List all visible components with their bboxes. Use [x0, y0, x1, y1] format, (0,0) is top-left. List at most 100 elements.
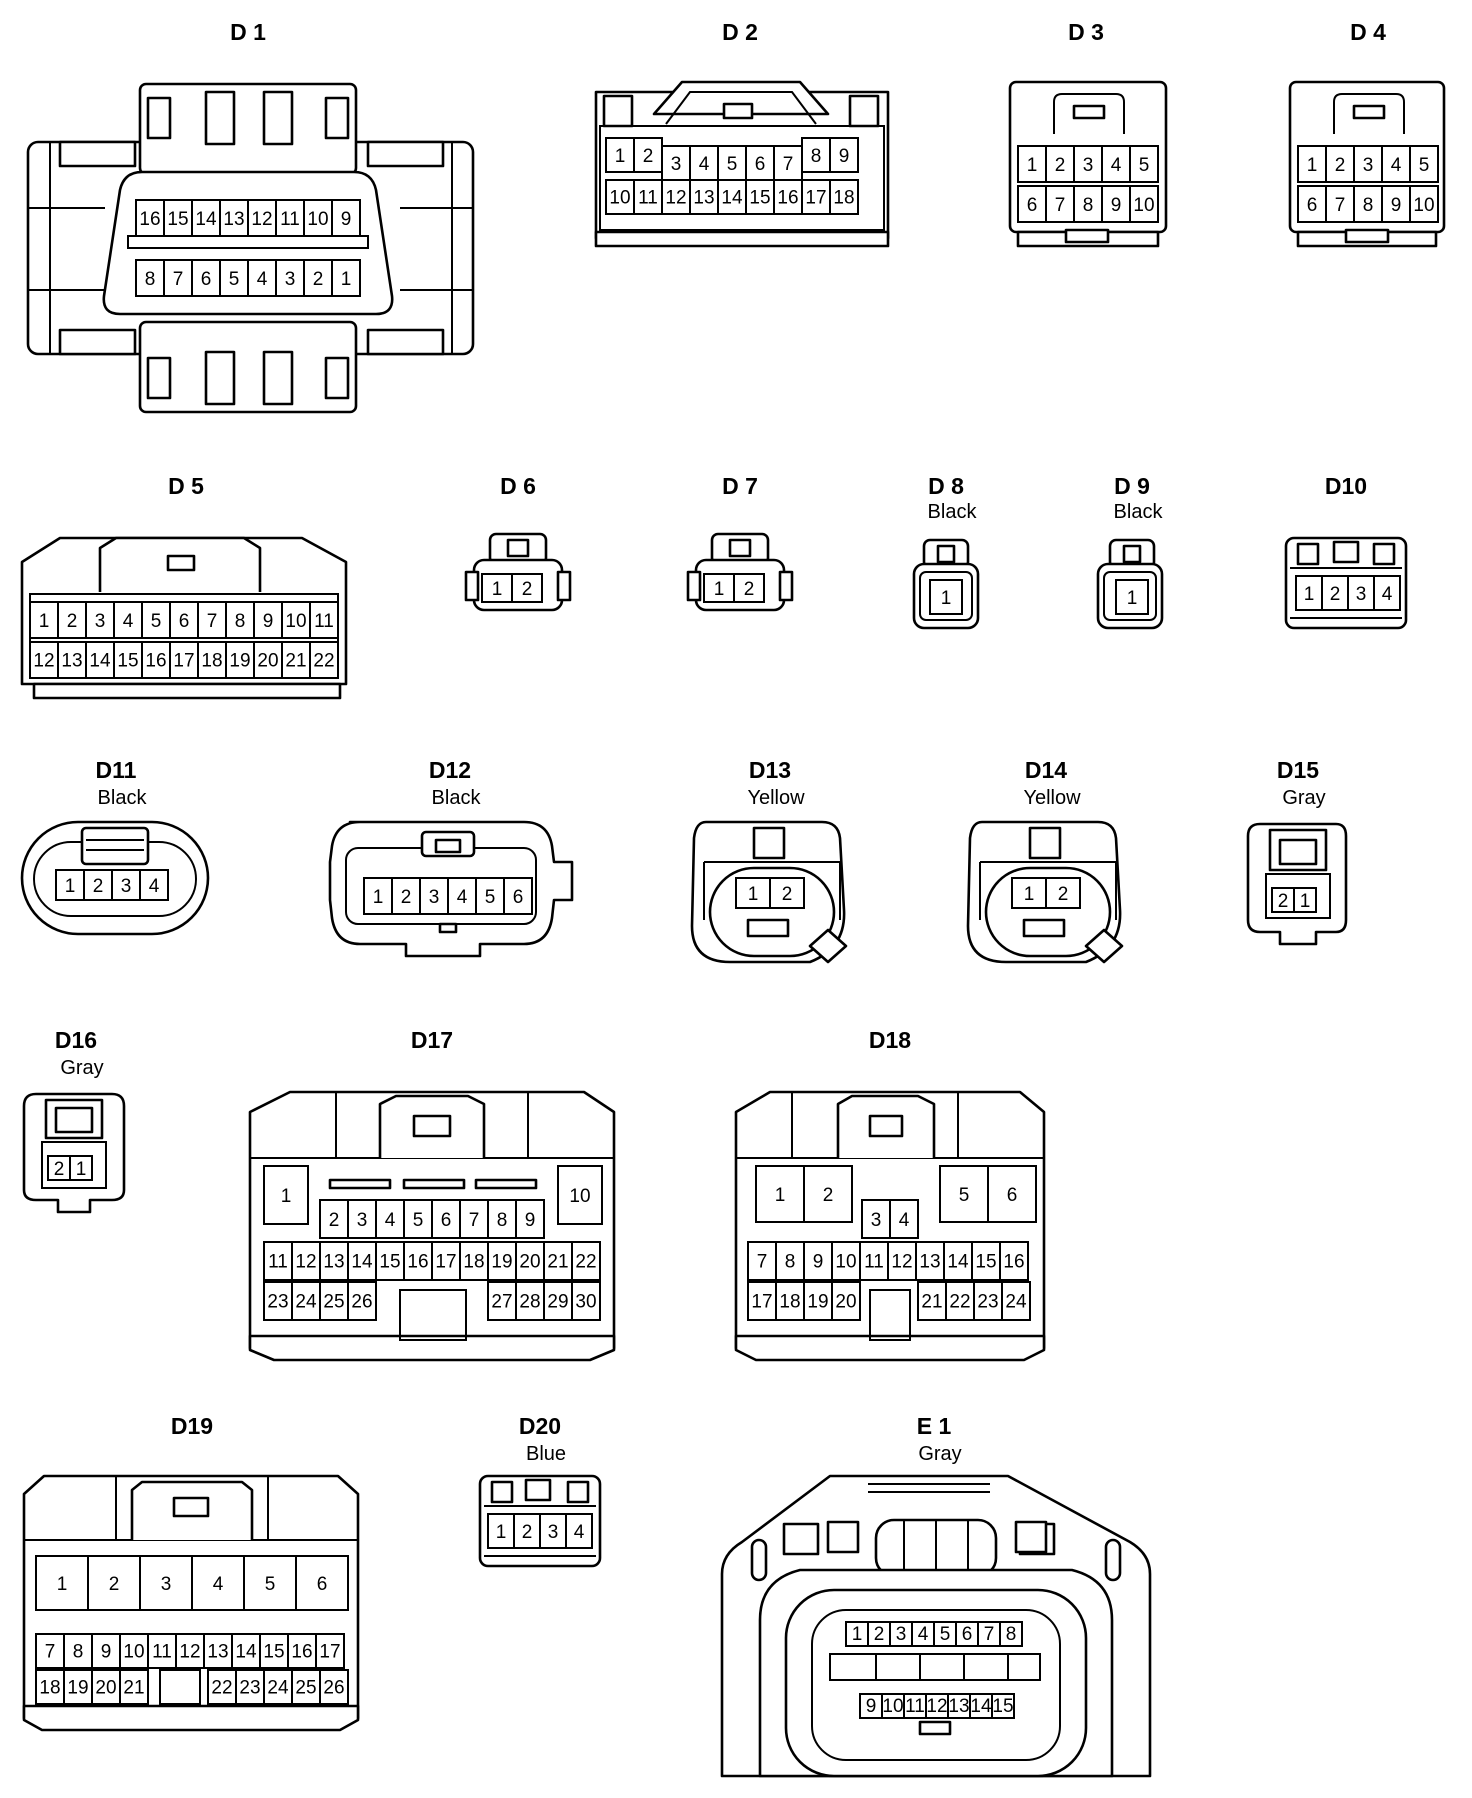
pin-number-d14-2: 2 — [1058, 884, 1069, 905]
pin-cavity-d19-12 — [175, 1633, 205, 1669]
pin-number-d19-24: 24 — [267, 1677, 289, 1698]
pin-number-d16-2: 2 — [54, 1159, 65, 1180]
pin-number-d4-6: 6 — [1307, 195, 1318, 216]
pin-number-e1-9: 9 — [866, 1696, 877, 1717]
pin-cavity-d1-7 — [163, 259, 193, 297]
pin-number-d2-11: 11 — [638, 187, 658, 208]
pin-cavity-d19-23 — [235, 1669, 265, 1705]
pin-number-d19-2: 2 — [109, 1574, 120, 1595]
pin-cavity-d10-2 — [1321, 575, 1349, 611]
pin-number-d1-8: 8 — [145, 269, 156, 290]
pin-cavity-d17-21 — [543, 1241, 573, 1281]
connector-d16-color: Gray — [60, 1057, 103, 1079]
pin-number-d1-6: 6 — [201, 269, 212, 290]
pin-cavity-d17-28 — [515, 1281, 545, 1321]
pin-cavity-d5-6 — [169, 601, 199, 639]
pin-number-d18-21: 21 — [921, 1291, 942, 1312]
connector-d20-label: D20 — [519, 1413, 561, 1439]
pin-cavity-d18-14 — [943, 1241, 973, 1281]
pin-number-d4-8: 8 — [1363, 195, 1374, 216]
pin-number-d3-9: 9 — [1111, 195, 1122, 216]
pin-cavity-d5-10 — [281, 601, 311, 639]
pin-number-d18-20: 20 — [835, 1291, 856, 1312]
pin-cavity-d17-7 — [459, 1199, 489, 1239]
pin-cavity-d13-1 — [735, 877, 771, 909]
pin-number-d1-3: 3 — [285, 269, 296, 290]
pin-number-e1-8: 8 — [1006, 1624, 1017, 1645]
pin-number-d5-11: 11 — [314, 611, 334, 632]
pin-cavity-d2-1 — [605, 137, 635, 173]
pin-number-d17-21: 21 — [547, 1251, 568, 1272]
pin-cavity-d10-1 — [1295, 575, 1323, 611]
pin-number-d15-1: 1 — [1300, 891, 1311, 912]
pin-number-d19-9: 9 — [101, 1641, 112, 1662]
pin-cavity-d2-18 — [829, 179, 859, 215]
pin-number-d3-6: 6 — [1027, 195, 1038, 216]
pin-number-d3-1: 1 — [1027, 155, 1038, 176]
pin-number-d2-13: 13 — [693, 187, 714, 208]
pin-number-d19-4: 4 — [213, 1574, 224, 1595]
pin-number-d19-5: 5 — [265, 1574, 276, 1595]
pin-number-d19-17: 17 — [319, 1641, 340, 1662]
pin-number-d11-1: 1 — [65, 876, 76, 897]
pin-number-d7-2: 2 — [744, 579, 755, 600]
pin-cavity-d17-26 — [347, 1281, 377, 1321]
pin-number-d12-2: 2 — [401, 887, 412, 908]
pin-cavity-d4-10 — [1409, 185, 1439, 223]
pin-number-d2-8: 8 — [811, 146, 822, 167]
pin-number-d12-5: 5 — [485, 887, 496, 908]
pin-cavity-d4-9 — [1381, 185, 1411, 223]
connector-d11-color: Black — [98, 787, 148, 809]
pin-number-d5-6: 6 — [179, 611, 190, 632]
pin-number-d1-12: 12 — [251, 209, 272, 230]
pin-cavity-d7-2 — [733, 573, 765, 603]
pin-cavity-d19-2 — [87, 1555, 141, 1611]
pin-cavity-d19-9 — [91, 1633, 121, 1669]
pin-cavity-d17-22 — [571, 1241, 601, 1281]
pin-cavity-d6-2 — [511, 573, 543, 603]
pin-number-d5-22: 22 — [313, 650, 334, 671]
pin-cavity-d3-6 — [1017, 185, 1047, 223]
pin-number-d6-1: 1 — [492, 579, 503, 600]
pin-cavity-d18-22 — [945, 1281, 975, 1321]
pin-cavity-d17-27 — [487, 1281, 517, 1321]
connector-d12-label: D12 — [429, 757, 471, 783]
pin-number-d2-3: 3 — [671, 154, 682, 175]
pin-number-d5-15: 15 — [117, 650, 138, 671]
pin-cavity-d18-18 — [775, 1281, 805, 1321]
pin-number-d19-20: 20 — [95, 1677, 116, 1698]
pin-number-d19-7: 7 — [45, 1641, 56, 1662]
pin-number-d1-11: 11 — [280, 209, 300, 230]
pin-number-d10-4: 4 — [1382, 584, 1393, 605]
pin-number-d1-13: 13 — [223, 209, 244, 230]
pin-cavity-d5-19 — [225, 641, 255, 679]
pin-cavity-d5-20 — [253, 641, 283, 679]
pin-cavity-d1-15 — [163, 199, 193, 237]
pin-number-d2-14: 14 — [721, 187, 743, 208]
pin-cavity-d17-19 — [487, 1241, 517, 1281]
pin-number-d12-4: 4 — [457, 887, 468, 908]
pin-cavity-d17-3 — [347, 1199, 377, 1239]
pin-number-d15-2: 2 — [1278, 891, 1289, 912]
pin-number-d18-15: 15 — [975, 1251, 996, 1272]
pin-number-d3-4: 4 — [1111, 155, 1122, 176]
pin-cavity-d18-24 — [1001, 1281, 1031, 1321]
pin-number-d5-8: 8 — [235, 611, 246, 632]
pin-cavity-d9-1 — [1115, 579, 1149, 615]
pin-number-d17-20: 20 — [519, 1251, 540, 1272]
pin-number-e1-3: 3 — [896, 1624, 907, 1645]
pin-number-d2-4: 4 — [699, 154, 710, 175]
pin-number-d5-3: 3 — [95, 611, 106, 632]
pin-number-d18-10: 10 — [835, 1251, 856, 1272]
pin-number-d2-6: 6 — [755, 154, 766, 175]
pin-cavity-d11-4 — [139, 869, 169, 901]
pin-cavity-d4-3 — [1353, 145, 1383, 183]
pin-cavity-d19-13 — [203, 1633, 233, 1669]
pin-number-d19-8: 8 — [73, 1641, 84, 1662]
pin-number-d17-10: 10 — [569, 1186, 590, 1207]
pin-cavity-d1-5 — [219, 259, 249, 297]
pin-number-d3-3: 3 — [1083, 155, 1094, 176]
pin-cavity-d2-13 — [689, 179, 719, 215]
connector-d8-color: Black — [928, 501, 978, 523]
